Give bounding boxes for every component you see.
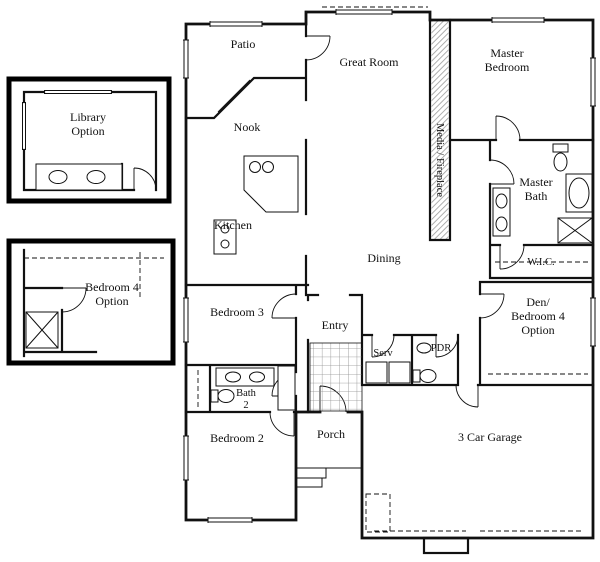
room-label-den-3: Option: [521, 323, 554, 337]
room-label-porch: Porch: [317, 427, 345, 441]
room-label-den-1: Den/: [526, 295, 550, 309]
inset-label-bedroom4-1: Bedroom 4: [85, 280, 139, 294]
media-fireplace-wall: [431, 21, 449, 239]
room-label-wic: W.I.C.: [527, 257, 554, 268]
room-label-bedroom3: Bedroom 3: [210, 305, 264, 319]
room-label-serv: Serv: [373, 348, 393, 359]
room-label-master-bath-2: Bath: [525, 189, 548, 203]
inset-label-library-1: Library: [70, 110, 106, 124]
inset-bedroom4-option: Bedroom 4 Option: [6, 238, 176, 366]
room-label-great-room: Great Room: [340, 55, 400, 69]
windows: [182, 8, 597, 524]
doors: [269, 35, 525, 437]
dashed-lines: [197, 6, 588, 533]
room-label-dining: Dining: [367, 251, 400, 265]
room-label-patio: Patio: [231, 37, 256, 51]
room-label-master-bath-1: Master: [519, 175, 552, 189]
exterior-walls: [184, 10, 595, 540]
room-labels: Patio Great Room Master Bedroom Nook Med…: [210, 37, 565, 445]
bath2-fixtures: [210, 365, 296, 411]
inset-label-library-2: Option: [71, 124, 104, 138]
room-label-bath2-2: 2: [243, 400, 248, 411]
inset-label-bedroom4-2: Option: [95, 294, 128, 308]
inset-library-option: Library Option: [6, 76, 172, 204]
garage-bump-out: [422, 536, 470, 555]
laundry-appliances: [365, 361, 411, 384]
room-label-den-2: Bedroom 4: [511, 309, 565, 323]
room-label-bedroom2: Bedroom 2: [210, 431, 264, 445]
room-label-master-bedroom-2: Bedroom: [485, 60, 530, 74]
room-label-master-bedroom-1: Master: [490, 46, 523, 60]
room-label-pdr: PDR: [431, 343, 451, 354]
room-label-garage: 3 Car Garage: [458, 430, 522, 444]
kitchen-counter: [213, 155, 299, 255]
interior-walls: [184, 10, 595, 414]
room-label-media-fireplace: Media / Fireplace: [434, 123, 445, 197]
porch-steps: [295, 467, 362, 488]
powder-room-fixtures: [412, 342, 437, 383]
room-label-bath2-1: Bath: [236, 388, 257, 399]
room-label-nook: Nook: [234, 120, 261, 134]
master-bath-fixtures: [492, 143, 593, 244]
room-label-entry: Entry: [322, 318, 349, 332]
entry-tile-floor: [309, 342, 363, 412]
room-label-kitchen: Kitchen: [214, 218, 252, 232]
